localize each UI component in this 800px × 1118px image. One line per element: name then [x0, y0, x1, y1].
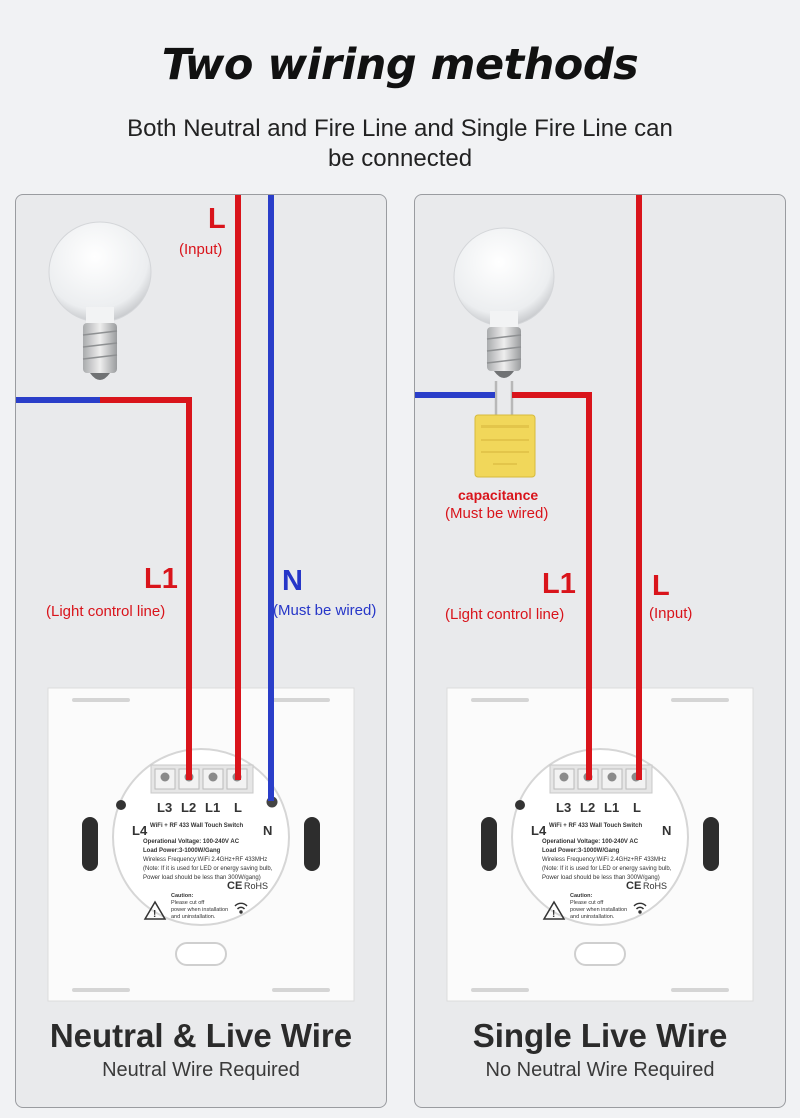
page-title: Two wiring methods — [161, 40, 639, 90]
label-l1-sub: (Light control line) — [445, 606, 565, 623]
method-title-single-live: Single Live Wire — [472, 1017, 728, 1054]
rohs-mark: RoHS — [244, 881, 268, 891]
label-n-sub: (Must be wired) — [273, 602, 377, 619]
page-subtitle: Both Neutral and Fire Line and Single Fi… — [127, 115, 673, 172]
terminal-label-l1: L1 — [604, 800, 619, 815]
ce-mark: CE — [626, 880, 641, 892]
caution-icon — [542, 900, 566, 920]
wire-neutral-blue — [16, 195, 274, 801]
spec-line: (Note: If it is used for LED or energy s… — [542, 866, 672, 872]
wire-live-red — [512, 195, 642, 780]
spec-line: Wireless Frequency:WiFi 2.4GHz+RF 433MHz — [542, 857, 666, 863]
wiring-diagram-neutral: L3 L2 L1 L L4 N WiFi + RF 433 Wall Touch… — [16, 195, 355, 1002]
ce-mark: CE — [227, 880, 242, 892]
caution-text: power when installation — [570, 907, 627, 913]
label-l-input-sub: (Input) — [649, 605, 693, 622]
terminal-label-l2: L2 — [580, 800, 595, 815]
spec-line: Power load should be less than 300W/gang… — [143, 875, 261, 881]
switch-plate: L3 L2 L1 L L4 N WiFi + RF 433 Wall Touch… — [47, 687, 355, 1002]
caution-text: Caution: — [171, 893, 193, 899]
wifi-icon — [234, 902, 248, 914]
terminal-label-l: L — [234, 800, 242, 815]
spec-line: Load Power:3-1000W/Gang — [542, 848, 620, 854]
method-subtitle-neutral-live: Neutral Wire Required — [102, 1059, 300, 1081]
label-l-input: L — [652, 570, 670, 602]
terminal-label-l: L — [633, 800, 641, 815]
terminal-label-l2: L2 — [181, 800, 196, 815]
label-capacitance-sub: (Must be wired) — [445, 505, 549, 522]
switch-plate: L3 L2 L1 L L4 N WiFi + RF 433 Wall Touch… — [446, 687, 754, 1002]
caution-text: power when installation — [171, 907, 228, 913]
spec-line: (Note: If it is used for LED or energy s… — [143, 866, 273, 872]
terminal-label-n: N — [662, 823, 671, 838]
label-l1: L1 — [144, 563, 178, 595]
wire-live-red — [100, 195, 241, 780]
terminal-label-l3: L3 — [556, 800, 571, 815]
method-title-neutral-live: Neutral & Live Wire — [49, 1017, 353, 1054]
spec-line: Power load should be less than 300W/gang… — [542, 875, 660, 881]
spec-line: Operational Voltage: 100-240V AC — [542, 839, 639, 845]
wiring-diagram-single-live: L3 L2 L1 L L4 N WiFi + RF 433 Wall Touch… — [415, 195, 754, 1002]
caution-text: and uninstallation. — [171, 914, 216, 920]
label-n: N — [282, 565, 303, 597]
label-l-input: L — [208, 203, 226, 235]
svg-text:!: ! — [552, 909, 555, 920]
switch-model-text: WiFi + RF 433 Wall Touch Switch — [150, 823, 243, 829]
terminal-label-l3: L3 — [157, 800, 172, 815]
spec-line: Wireless Frequency:WiFi 2.4GHz+RF 433MHz — [143, 857, 267, 863]
label-l1-sub: (Light control line) — [46, 603, 166, 620]
caution-icon — [143, 900, 167, 920]
spec-line: Operational Voltage: 100-240V AC — [143, 839, 240, 845]
capacitor-icon — [474, 381, 536, 478]
caution-text: Please cut off — [171, 900, 205, 906]
label-l1: L1 — [542, 568, 576, 600]
svg-text:!: ! — [153, 909, 156, 920]
light-bulb-icon — [48, 221, 152, 380]
light-bulb-icon — [453, 227, 555, 378]
label-l-input-sub: (Input) — [179, 241, 223, 258]
panel-neutral-live: L3 L2 L1 L L4 N WiFi + RF 433 Wall Touch… — [15, 194, 387, 1108]
caution-text: Please cut off — [570, 900, 604, 906]
wifi-icon — [633, 902, 647, 914]
spec-line: Load Power:3-1000W/Gang — [143, 848, 221, 854]
caution-text: and uninstallation. — [570, 914, 615, 920]
terminal-label-l4: L4 — [132, 823, 148, 838]
switch-model-text: WiFi + RF 433 Wall Touch Switch — [549, 823, 642, 829]
terminal-label-l1: L1 — [205, 800, 220, 815]
label-capacitance: capacitance — [458, 487, 539, 503]
terminal-label-n: N — [263, 823, 272, 838]
rohs-mark: RoHS — [643, 881, 667, 891]
method-subtitle-single-live: No Neutral Wire Required — [485, 1059, 715, 1081]
terminal-label-l4: L4 — [531, 823, 547, 838]
panel-single-live: L3 L2 L1 L L4 N WiFi + RF 433 Wall Touch… — [414, 194, 786, 1108]
caution-text: Caution: — [570, 893, 592, 899]
